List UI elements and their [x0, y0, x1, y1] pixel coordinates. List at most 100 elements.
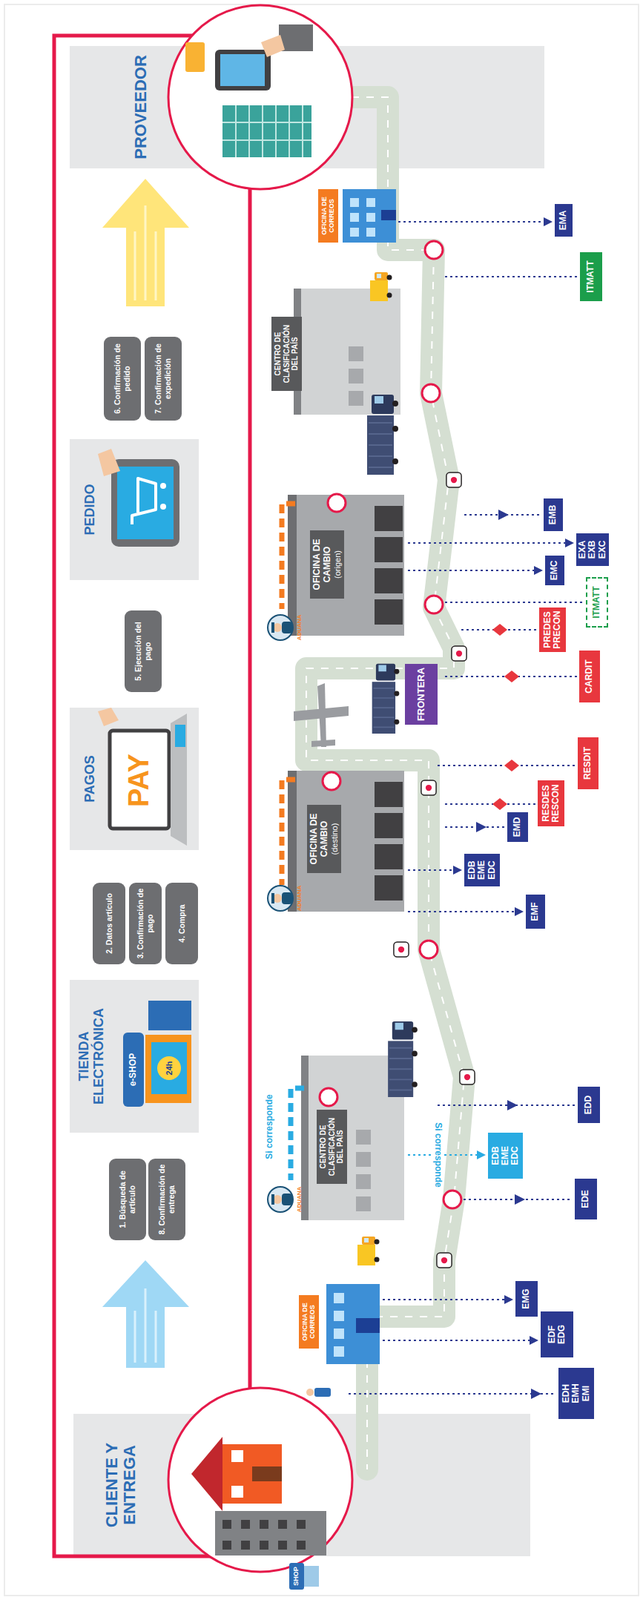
step-pill: 6. Confirmación de pedido — [103, 336, 141, 421]
step-text: 3. Confirmación de pago — [135, 886, 155, 960]
message-code-box: EMF — [525, 894, 546, 929]
message-code: RESDIT — [582, 746, 593, 780]
message-code: EMF — [530, 901, 540, 921]
dotted-connector — [382, 1294, 514, 1304]
frame — [4, 4, 639, 1596]
eshop-sign-text: e-SHOP — [128, 1053, 138, 1087]
label-holder: SHOP — [292, 1566, 301, 1586]
message-code: ITMATT — [585, 260, 596, 293]
message-code-box: EDF EDG — [540, 1311, 574, 1358]
road-checkpoints — [319, 241, 462, 1209]
label-holder: Si corresponde — [264, 1093, 275, 1159]
dotted-connector — [407, 865, 463, 875]
message-code: CARDIT — [584, 659, 595, 693]
sign-plate: OFICINA DE CAMBIO(origen) — [310, 530, 345, 599]
message-code: EDD — [583, 1095, 594, 1114]
panel-icons — [97, 448, 192, 1107]
section-title: TIENDA ELECTRÓNICA — [77, 982, 107, 1130]
label-holder: ADUANA — [296, 1186, 304, 1213]
facility-name: OFICINA DE CORREOS — [301, 1297, 317, 1346]
step-pill: 5. Ejecución del pago — [124, 610, 162, 692]
message-code: EMB — [548, 505, 558, 526]
facility-name: OFICINA DE CORREOS — [320, 192, 336, 240]
arrowhead — [476, 1150, 486, 1160]
client-illustration — [168, 1387, 353, 1590]
message-code-box: EMG — [515, 1280, 538, 1317]
message-code: EMA — [558, 210, 569, 231]
scan-events — [393, 472, 475, 1268]
message-code-box: EDE — [574, 1178, 598, 1220]
supplier-illustration — [168, 5, 353, 190]
message-code-box: EDB EME EDC — [487, 1132, 523, 1179]
connector-line — [398, 221, 545, 223]
section-title: PEDIDO — [83, 442, 98, 577]
message-code-box: EDB EME EDC — [464, 853, 500, 887]
arrowhead — [543, 217, 553, 227]
postal-buildings — [287, 189, 405, 1364]
message-code-box: RESDES RESCON — [537, 780, 565, 827]
postal-facility: CENTRO DE CLASIFICACIÓN DEL PAÍS — [285, 1050, 408, 1225]
message-code-box: CARDIT — [579, 650, 600, 703]
label-holder: 24h — [164, 1061, 174, 1076]
arrowhead — [514, 907, 524, 916]
sign-plate: OFICINA DE CORREOS — [298, 1294, 319, 1349]
facility-name: CENTRO DE CLASIFICACIÓN DEL PAÍS — [318, 1112, 345, 1181]
step-text: 7. Confirmación de expedición — [153, 341, 173, 417]
connector-line — [407, 1153, 478, 1156]
message-code: FRONTERA — [416, 667, 427, 721]
connector-line — [382, 1298, 506, 1301]
message-code-box: EMD — [507, 812, 529, 842]
message-code: EMG — [521, 1288, 532, 1309]
message-code: EDE — [580, 1189, 591, 1209]
note-text: Si corresponde — [432, 1119, 443, 1189]
note-text: Si corresponde — [264, 1093, 275, 1159]
label-holder: Si corresponde — [432, 1119, 443, 1189]
dotted-connector — [382, 1335, 539, 1345]
step-pill: 2. Datos artículo — [92, 882, 126, 965]
step-pill: 8. Confirmación de entrega — [148, 1158, 186, 1241]
arrowhead — [529, 1335, 539, 1345]
label-holder: ADUANA — [296, 885, 304, 912]
step-text: 2. Datos artículo — [104, 892, 115, 954]
message-code-box: PREDES PRECON — [539, 607, 566, 652]
facility-name: CENTRO DE CLASIFICACIÓN DEL PAÍS — [273, 319, 300, 388]
customs-tag: ADUANA — [296, 614, 304, 641]
step-text: 4. Compra — [177, 904, 187, 942]
message-code: EDB EME EDC — [467, 860, 497, 880]
connector-line — [407, 542, 566, 544]
message-code-box: EDH EMH EMI — [558, 1367, 595, 1419]
arrowhead — [533, 565, 543, 575]
section-title: PAGOS — [83, 710, 98, 847]
event-markers — [476, 509, 542, 1399]
section-title: CLIENTE Y ENTREGA — [103, 1416, 139, 1553]
fences — [281, 503, 305, 1180]
connector-line — [407, 869, 454, 871]
dotted-connector — [407, 565, 543, 575]
pay-text: PAY — [123, 753, 156, 807]
message-code: EDB EME EDC — [490, 1145, 521, 1166]
step-text: 6. Confirmación de pedido — [112, 341, 132, 417]
step-text: 8. Confirmación de entrega — [157, 1162, 176, 1236]
message-code-box-dashed: ITMATT — [585, 576, 609, 628]
connector-line — [407, 910, 516, 913]
sign-plate: OFICINA DE CORREOS — [318, 189, 339, 243]
postal-facility: OFICINA DE CORREOS — [295, 1280, 383, 1368]
customs-tag: ADUANA — [296, 1186, 304, 1213]
dotted-connector — [407, 907, 524, 916]
facility-note: (origen) — [332, 533, 343, 596]
section-title: PROVEEDOR — [132, 48, 150, 166]
facility-name: OFICINA DE CAMBIO — [312, 533, 333, 596]
label-holder: PAY — [123, 753, 156, 807]
message-code-box: EXA EXB EXC — [576, 533, 609, 566]
connector-line — [407, 569, 535, 572]
message-code: PREDES PRECON — [542, 610, 563, 649]
message-code: EDH EMH EMI — [561, 1383, 592, 1404]
dotted-connector — [407, 538, 575, 548]
data-flow-arrows — [102, 178, 190, 1368]
vehicles — [293, 272, 418, 1266]
shop-sign-text: SHOP — [292, 1566, 301, 1586]
message-code-box: RESDIT — [577, 737, 599, 790]
message-code-box: FRONTERA — [404, 663, 438, 725]
message-code: RESDES RESCON — [541, 783, 561, 822]
